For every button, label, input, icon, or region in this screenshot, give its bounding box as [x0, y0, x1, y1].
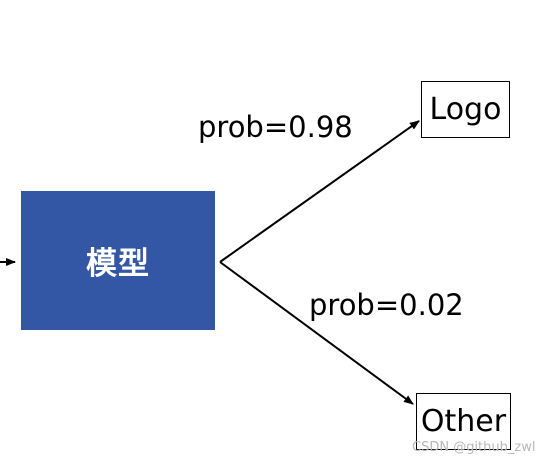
arrow-to-logo	[219, 120, 420, 263]
output-node-logo: Logo	[421, 81, 510, 138]
probability-label-logo: prob=0.98	[198, 110, 353, 144]
output-node-logo-label: Logo	[429, 92, 502, 127]
output-node-other-label: Other	[420, 404, 507, 439]
output-node-other: Other	[416, 393, 511, 450]
arrow-to-other	[219, 261, 414, 405]
model-label: 模型	[86, 246, 150, 282]
probability-label-other: prob=0.02	[309, 288, 464, 322]
watermark: CSDN @github_zwl	[412, 440, 536, 455]
model-box: 模型	[21, 191, 215, 330]
